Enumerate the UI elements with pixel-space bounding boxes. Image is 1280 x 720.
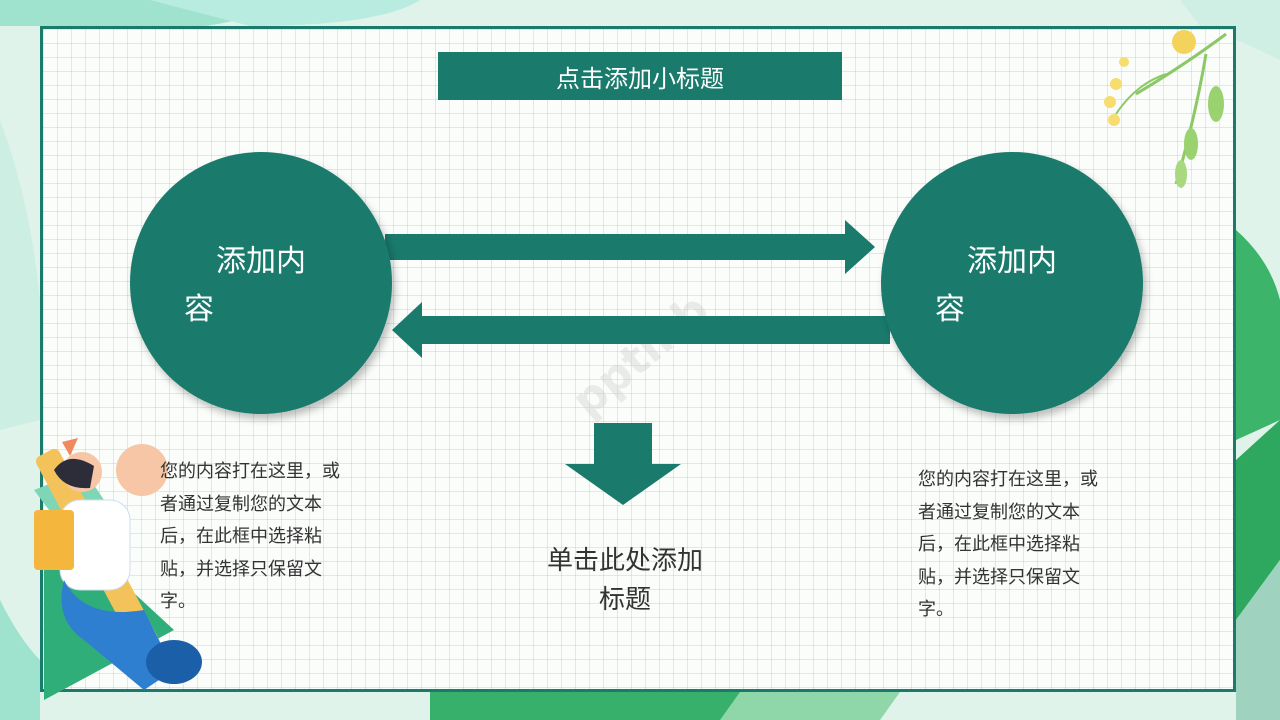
down-arrow xyxy=(565,423,681,505)
left-circle-label: 添加内容 xyxy=(184,244,306,327)
right-arrow xyxy=(385,220,875,274)
page-title[interactable]: 点击添加小标题 xyxy=(438,52,842,100)
right-body-text[interactable]: 您的内容打在这里，或者通过复制您的文本后，在此框中选择粘贴，并选择只保留文字。 xyxy=(918,469,1098,620)
left-circle[interactable]: 添加内容 xyxy=(130,152,392,414)
left-body-text[interactable]: 您的内容打在这里，或者通过复制您的文本后，在此框中选择粘贴，并选择只保留文字。 xyxy=(160,461,340,612)
center-label[interactable]: 单击此处添加标题 xyxy=(546,546,703,615)
right-circle[interactable]: 添加内容 xyxy=(881,152,1143,414)
flower-decoration xyxy=(1104,30,1227,188)
right-circle-label: 添加内容 xyxy=(935,244,1057,327)
left-arrow xyxy=(392,302,890,358)
student-illustration xyxy=(34,438,202,700)
